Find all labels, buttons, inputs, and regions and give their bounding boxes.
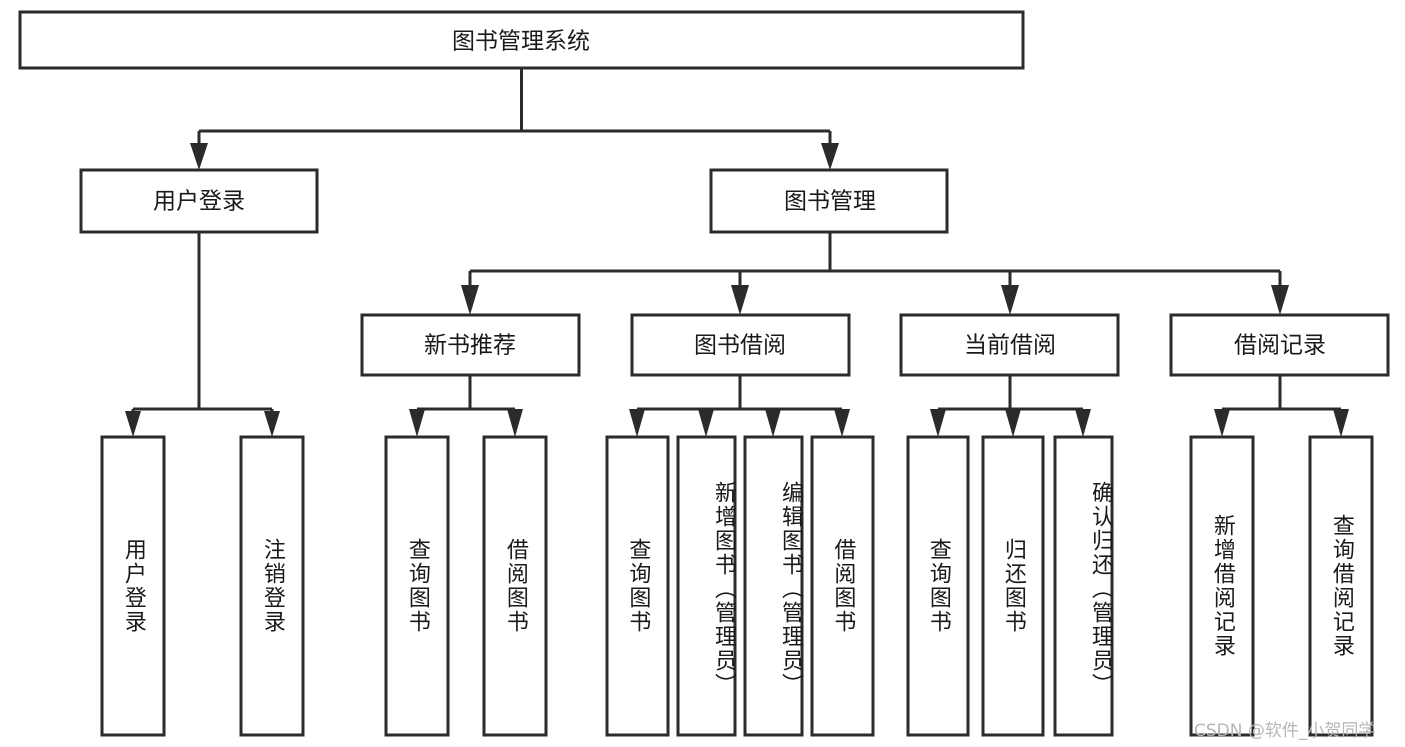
connector-group-root-to-level2 <box>190 68 839 170</box>
node-leaf-return-book-box[interactable] <box>981 435 1045 737</box>
arrow-head-book-borrow <box>731 285 749 315</box>
node-root-label: 图书管理系统 <box>452 29 590 55</box>
node-leaf-query-book-3-box[interactable] <box>906 435 970 737</box>
node-book-management-label: 图书管理 <box>784 189 876 215</box>
connector-group-current-borrow-to-leaves <box>930 375 1091 437</box>
node-root-box[interactable] <box>18 10 1025 70</box>
arrow-head-book-management <box>821 143 839 170</box>
node-current-borrow[interactable]: 当前借阅 <box>899 313 1120 377</box>
arrow-head-current-borrow <box>1001 285 1019 315</box>
arrow-head-user-login <box>190 143 208 170</box>
arrow-head-leaf-user-login <box>125 411 141 437</box>
node-leaf-add-book-box[interactable] <box>676 435 737 737</box>
node-leaf-user-login-box[interactable] <box>100 435 166 737</box>
node-borrow-record-box[interactable] <box>1169 313 1390 377</box>
arrow-head-leaf-query-book-1 <box>409 409 425 437</box>
arrow-head-leaf-add-book <box>698 409 714 437</box>
node-new-book-recommend-label: 新书推荐 <box>424 333 516 359</box>
node-leaf-borrow-book-1-box[interactable] <box>482 435 548 737</box>
node-leaf-borrow-book-2-box[interactable] <box>810 435 875 737</box>
node-root[interactable]: 图书管理系统 <box>18 10 1025 70</box>
node-leaf-query-book-2-box[interactable] <box>605 435 670 737</box>
csdn-watermark: CSDN @软件_小贺同学 <box>1194 721 1376 741</box>
node-leaf-edit-book-box[interactable] <box>743 435 804 737</box>
arrow-head-leaf-add-record <box>1214 409 1230 437</box>
leaf-box-group <box>100 435 1374 737</box>
connector-group-borrow-record-to-leaves <box>1214 375 1349 437</box>
arrow-head-leaf-edit-book <box>765 409 781 437</box>
node-new-book-recommend-box[interactable] <box>360 313 581 377</box>
node-current-borrow-label: 当前借阅 <box>964 333 1056 359</box>
connector-group-book-borrow-to-leaves <box>629 375 850 437</box>
arrow-head-leaf-query-record <box>1333 409 1349 437</box>
node-current-borrow-box[interactable] <box>899 313 1120 377</box>
node-new-book-recommend[interactable]: 新书推荐 <box>360 313 581 377</box>
node-leaf-add-record-box[interactable] <box>1189 435 1255 737</box>
node-leaf-logout-box[interactable] <box>239 435 305 737</box>
node-book-management-box[interactable] <box>709 168 949 234</box>
arrow-head-leaf-query-book-2 <box>629 409 645 437</box>
node-borrow-record[interactable]: 借阅记录 <box>1169 313 1390 377</box>
arrow-head-leaf-borrow-book-1 <box>507 409 523 437</box>
arrow-head-leaf-confirm-return <box>1075 409 1091 437</box>
connector-group-new-book-recommend-to-leaves <box>409 375 523 437</box>
node-user-login-box[interactable] <box>79 168 319 234</box>
node-book-management[interactable]: 图书管理 <box>709 168 949 234</box>
node-book-borrow-box[interactable] <box>630 313 851 377</box>
arrow-head-leaf-borrow-book-2 <box>834 409 850 437</box>
node-leaf-confirm-return-box[interactable] <box>1053 435 1114 737</box>
node-user-login[interactable]: 用户登录 <box>79 168 319 234</box>
node-book-borrow[interactable]: 图书借阅 <box>630 313 851 377</box>
connector-group-user-login-to-leaves <box>125 232 280 437</box>
arrow-head-borrow-record <box>1271 285 1289 315</box>
node-user-login-label: 用户登录 <box>153 189 245 215</box>
node-leaf-query-book-1-box[interactable] <box>384 435 450 737</box>
node-leaf-query-record-box[interactable] <box>1308 435 1374 737</box>
arrow-head-new-book-recommend <box>461 285 479 315</box>
connector-group-book-management-to-level3 <box>461 232 1289 315</box>
node-borrow-record-label: 借阅记录 <box>1234 333 1326 359</box>
node-book-borrow-label: 图书借阅 <box>694 333 786 359</box>
arrow-head-leaf-logout <box>264 411 280 437</box>
arrow-head-leaf-query-book-3 <box>930 409 946 437</box>
arrow-head-leaf-return-book <box>1005 409 1021 437</box>
